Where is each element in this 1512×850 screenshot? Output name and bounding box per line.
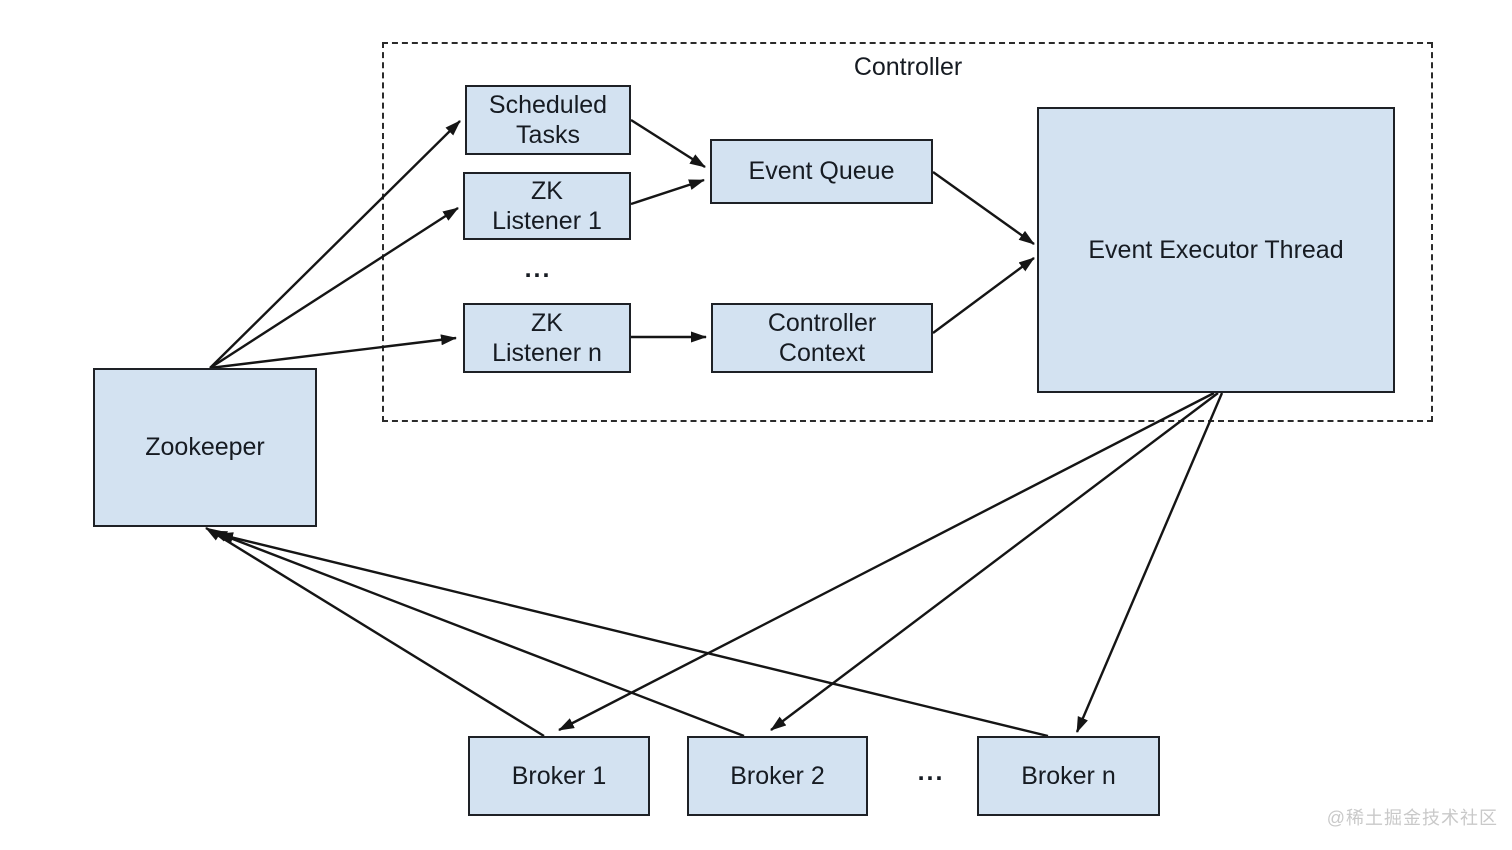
arrow-event-executor-thread-to-broker-1 xyxy=(558,391,1215,732)
node-broker-2-label: Broker 2 xyxy=(730,761,825,790)
node-controller-context: Controller Context xyxy=(711,303,933,373)
node-event-executor-thread-label: Event Executor Thread xyxy=(1088,235,1344,264)
node-zookeeper: Zookeeper xyxy=(93,368,317,527)
node-scheduled-tasks-label: Scheduled Tasks xyxy=(488,90,608,150)
node-broker-n-label: Broker n xyxy=(1021,761,1116,790)
node-zk-listener-n: ZK Listener n xyxy=(463,303,631,373)
node-zookeeper-label: Zookeeper xyxy=(145,433,265,462)
node-zk-listener-n-label: ZK Listener n xyxy=(492,308,602,368)
node-broker-1-label: Broker 1 xyxy=(511,761,607,790)
node-controller-context-label: Controller Context xyxy=(767,308,877,368)
node-zk-listener-1-label: ZK Listener 1 xyxy=(492,176,602,236)
arrow-broker-1-to-zookeeper xyxy=(205,526,545,738)
arrow-broker-n-to-zookeeper xyxy=(217,532,1049,738)
node-broker-n: Broker n xyxy=(977,736,1160,816)
node-event-queue: Event Queue xyxy=(710,139,933,204)
watermark-text: @稀土掘金技术社区 xyxy=(1326,808,1498,828)
arrow-event-executor-thread-to-broker-n xyxy=(1075,392,1224,733)
node-broker-2: Broker 2 xyxy=(687,736,868,816)
controller-group-label: Controller xyxy=(853,53,963,81)
arrow-event-executor-thread-to-broker-2 xyxy=(770,392,1219,731)
node-event-executor-thread: Event Executor Thread xyxy=(1037,107,1395,393)
node-event-queue-label: Event Queue xyxy=(748,157,895,186)
node-broker-1: Broker 1 xyxy=(468,736,650,816)
listeners-ellipsis: ... xyxy=(524,255,552,283)
node-zk-listener-1: ZK Listener 1 xyxy=(463,172,631,240)
node-scheduled-tasks: Scheduled Tasks xyxy=(465,85,631,155)
brokers-ellipsis: ... xyxy=(917,758,945,786)
arrow-broker-2-to-zookeeper xyxy=(211,529,745,738)
